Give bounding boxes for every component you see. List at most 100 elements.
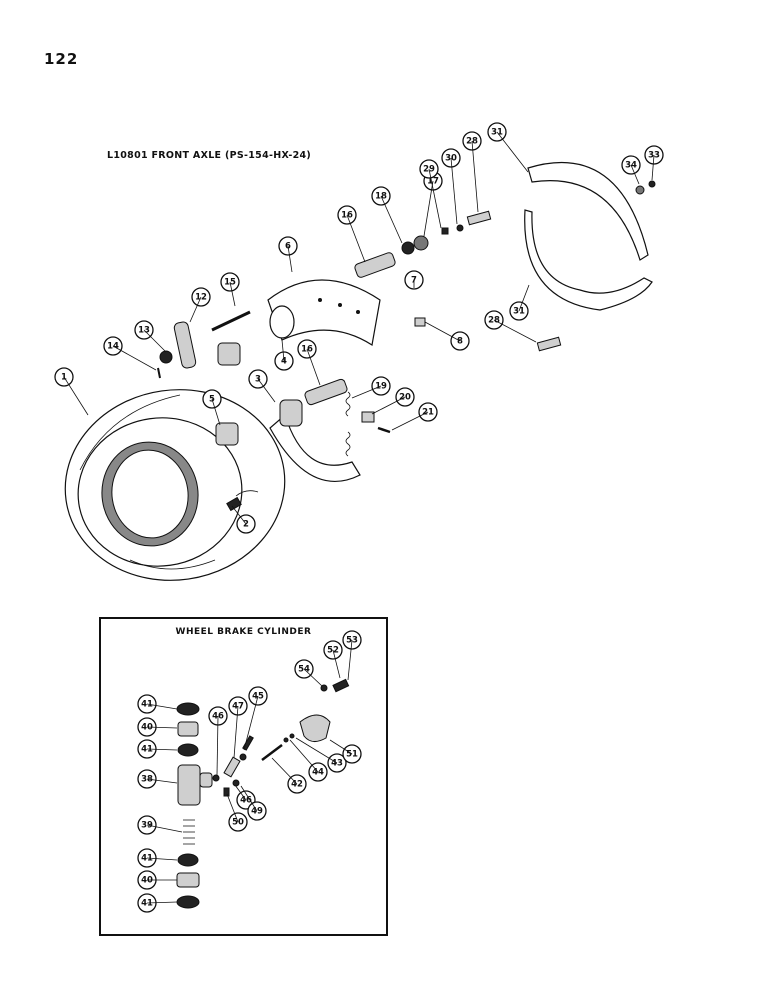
brake-drum-drawing: [64, 389, 286, 581]
cylinder-part-leader-41: [146, 857, 178, 861]
cylinder-part-leader-46: [234, 784, 247, 801]
bolt-15: [211, 310, 251, 332]
svg-text:21: 21: [422, 408, 434, 418]
svg-text:41: 41: [141, 745, 153, 755]
cylinder-part-leader-54: [303, 668, 323, 687]
svg-text:14: 14: [107, 342, 119, 352]
anchor-pin-lower: [304, 378, 348, 406]
svg-text:19: 19: [375, 382, 387, 392]
part-leader-30: [450, 157, 458, 225]
cylinder-part-leader-47: [233, 705, 239, 759]
svg-text:8: 8: [457, 337, 463, 347]
cylinder-part-leader-38: [146, 778, 178, 784]
part-leader-1: [63, 376, 89, 416]
part-leader-12: [189, 296, 202, 323]
svg-text:40: 40: [141, 876, 153, 886]
svg-text:43: 43: [331, 759, 343, 769]
svg-text:2: 2: [243, 520, 249, 530]
nut-17: [413, 235, 429, 251]
svg-text:31: 31: [513, 307, 525, 317]
cylinder-part-leader-43: [295, 737, 338, 764]
svg-text:38: 38: [141, 775, 153, 785]
washer-30: [456, 224, 464, 232]
part-leader-16: [306, 348, 321, 386]
upper-brake-shoe-drawing: [267, 279, 381, 346]
cylinder-part-leader-39: [146, 824, 183, 833]
part-leader-18: [380, 195, 403, 244]
part-leader-16: [346, 214, 366, 263]
nut-33: [648, 180, 656, 188]
bushing-5-lower: [215, 422, 239, 446]
lower-brake-shoe-drawing: [269, 399, 361, 483]
svg-text:4: 4: [281, 357, 287, 367]
cotter-pin-14: [157, 367, 161, 379]
part-leader-31: [496, 131, 529, 173]
cylinder-part-leader-40: [146, 726, 178, 729]
part-leader-28: [493, 319, 537, 343]
washer-34: [635, 185, 645, 195]
part-leader-21: [391, 411, 429, 431]
clip-20: [361, 411, 375, 423]
plate-28-upper: [466, 210, 492, 226]
screw-29: [441, 227, 449, 235]
svg-text:39: 39: [141, 821, 153, 831]
wire-2: [235, 490, 259, 497]
part-leader-17: [423, 180, 434, 237]
cylinder-part-leader-51: [329, 739, 353, 755]
svg-text:42: 42: [291, 780, 303, 790]
part-leader-8: [424, 321, 461, 342]
wheel-brake-cylinder-inset: WHEEL BRAKE CYLINDER: [99, 617, 388, 936]
part-leader-15: [229, 281, 236, 307]
cylinder-part-leader-46: [216, 715, 219, 776]
cylinder-part-stack: [176, 678, 350, 909]
bushing-5-upper: [217, 342, 241, 366]
cylinder-part-leader-45: [243, 695, 259, 751]
svg-text:50: 50: [232, 818, 244, 828]
cylinder-part-leader-52: [332, 649, 341, 679]
part-leader-34: [630, 164, 640, 185]
cylinder-part-leader-53: [347, 639, 353, 681]
part-leader-29: [428, 168, 442, 229]
spring-19-upper: [345, 391, 351, 417]
dust-shield-lower: [524, 209, 653, 311]
svg-text:41: 41: [141, 899, 153, 909]
cylinder-part-leader-50: [226, 793, 239, 823]
svg-text:28: 28: [488, 316, 500, 326]
svg-text:49: 49: [251, 807, 263, 817]
page-number: 122: [44, 50, 79, 68]
part-leader-6: [287, 245, 293, 273]
svg-text:46: 46: [240, 796, 252, 806]
nut-13: [159, 350, 173, 364]
diagram-title: L10801 FRONT AXLE (PS-154-HX-24): [107, 150, 312, 161]
cylinder-part-leader-42: [271, 757, 298, 785]
cylinder-part-leader-41: [146, 748, 178, 751]
washer-18: [401, 241, 415, 255]
spring-19-lower: [345, 431, 351, 457]
part-leader-33: [651, 154, 655, 181]
svg-text:20: 20: [399, 393, 411, 403]
svg-text:40: 40: [141, 723, 153, 733]
link-12: [173, 321, 197, 369]
part-leader-5: [211, 398, 221, 426]
cylinder-part-leader-49: [240, 785, 258, 812]
plug-8: [414, 317, 426, 327]
inset-title: WHEEL BRAKE CYLINDER: [175, 627, 312, 637]
part-leader-14: [112, 345, 157, 371]
part-leader-3: [257, 378, 276, 403]
cylinder-part-leader-44: [289, 739, 319, 773]
part-leader-31: [518, 284, 530, 312]
svg-text:51: 51: [346, 750, 358, 760]
part-leader-19: [351, 385, 382, 399]
dust-shield-upper: [527, 161, 649, 261]
part-leader-28: [471, 140, 479, 213]
part-leader-20: [371, 396, 406, 415]
svg-text:44: 44: [312, 768, 324, 778]
part-leader-13: [143, 329, 167, 353]
anchor-pin-upper: [354, 252, 396, 278]
part-leader-4: [281, 339, 285, 362]
part-leader-2: [231, 505, 247, 525]
svg-text:41: 41: [141, 700, 153, 710]
svg-text:41: 41: [141, 854, 153, 864]
plate-28-lower: [536, 336, 562, 352]
